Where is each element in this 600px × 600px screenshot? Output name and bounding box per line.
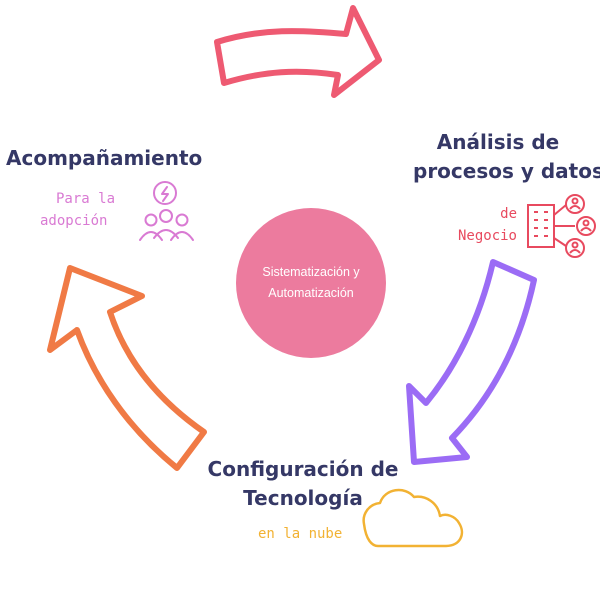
arrow-top xyxy=(214,5,382,98)
analysis-sub-line1: de xyxy=(500,206,517,222)
accompaniment-title: Acompañamiento xyxy=(6,146,203,170)
configuration-title-line1: Configuración de xyxy=(207,457,399,481)
center-label-line2: Automatización xyxy=(268,286,354,300)
configuration-sub: en la nube xyxy=(258,526,343,542)
accompaniment-sub-line1: Para la xyxy=(56,191,116,207)
configuration-title-line2: Tecnología xyxy=(243,486,363,510)
analysis-title: Análisis de procesos y datos xyxy=(413,128,600,186)
center-label-line1: Sistematización y xyxy=(262,265,360,279)
center-circle: Sistematización y Automatización xyxy=(236,208,386,358)
analysis-title-line1: Análisis de xyxy=(436,130,560,154)
arrow-left xyxy=(47,265,207,471)
analysis-title-line2: procesos y datos xyxy=(413,159,600,183)
configuration-title: Configuración de Tecnología xyxy=(196,455,410,513)
arrow-right xyxy=(406,259,537,465)
accompaniment-sub-line2: adopción xyxy=(40,213,108,229)
analysis-sub-line2: Negocio xyxy=(457,228,517,244)
